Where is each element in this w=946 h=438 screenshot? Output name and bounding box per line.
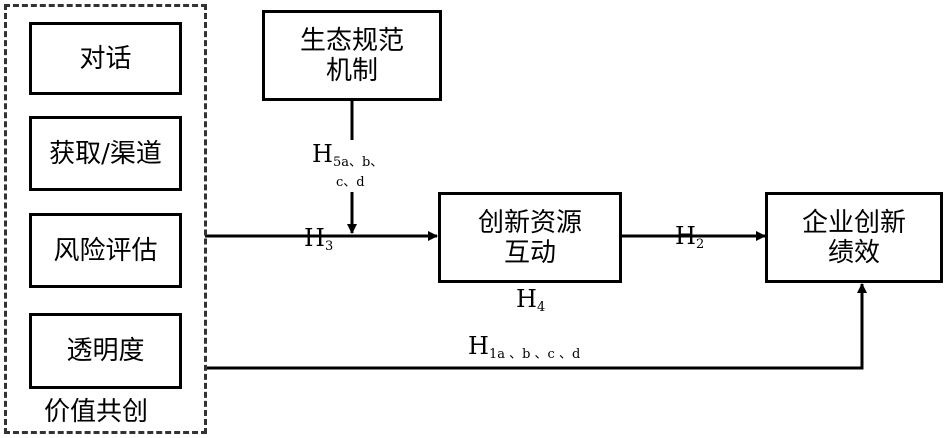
performance-line1: 企业创新: [801, 207, 906, 238]
dimension-access: 获取/渠道: [29, 116, 182, 191]
innovation-interaction-line1: 创新资源: [477, 207, 582, 238]
h1-arrow: [205, 283, 867, 370]
dimension-risk-label: 风险评估: [53, 235, 158, 266]
h3-label: H3: [304, 224, 334, 254]
dimension-dialogue-label: 对话: [79, 43, 132, 74]
h1-label: H1a 、b 、c 、d: [468, 332, 581, 362]
performance-line2: 绩效: [827, 237, 880, 268]
dimension-access-label: 获取/渠道: [49, 138, 162, 169]
dimension-transparency-label: 透明度: [66, 336, 145, 366]
h2-label: H2: [675, 222, 705, 252]
eco-norm-line2: 机制: [325, 55, 378, 86]
innovation-interaction-box: 创新资源 互动: [438, 192, 622, 283]
performance-box: 企业创新 绩效: [765, 192, 943, 283]
value-cocreation-label: 价值共创: [44, 397, 149, 427]
eco-norm-line1: 生态规范: [299, 25, 404, 56]
h5-label: H5a、b、: [312, 140, 384, 170]
value-cocreation-group: [4, 4, 207, 434]
h5-label-line2: c、d: [336, 175, 365, 190]
dimension-dialogue: 对话: [29, 22, 182, 95]
innovation-interaction-line2: 互动: [503, 237, 556, 268]
dimension-transparency: 透明度: [29, 313, 182, 389]
h4-label: H4: [516, 285, 546, 315]
dimension-risk-assessment: 风险评估: [29, 213, 182, 288]
eco-norm-box: 生态规范 机制: [262, 10, 442, 101]
